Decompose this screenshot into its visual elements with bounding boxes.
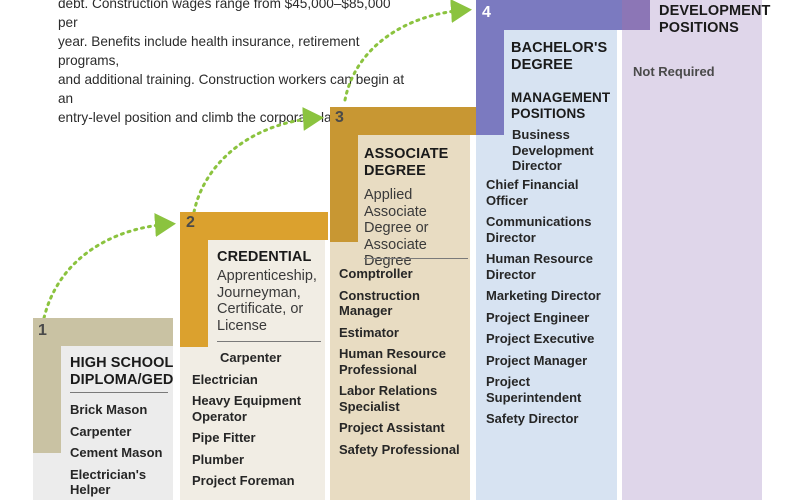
job-item: Brick Mason	[70, 402, 148, 417]
step-2-subtitle: Apprenticeship, Journeyman, Certificate,…	[217, 268, 317, 334]
step-2-divider	[217, 341, 321, 342]
job-item: Plumber	[192, 451, 245, 467]
step-3-title-line: ASSOCIATE	[364, 146, 449, 162]
job-item: Chief Financial Officer	[486, 177, 579, 208]
step-4-title-line: DEGREE	[511, 57, 573, 73]
step-2-stem	[180, 212, 208, 347]
job-item: Marketing Director	[486, 288, 601, 303]
step-4-section-heading: MANAGEMENT POSITIONS	[511, 90, 610, 122]
step-1-inner	[61, 346, 173, 453]
intro-line: year. Benefits include health insurance,…	[58, 34, 360, 68]
step-3-inner	[358, 135, 470, 242]
step-5-stem	[622, 0, 650, 30]
step-3-jobs: Comptroller Construction Manager Estimat…	[339, 266, 467, 463]
step-4-section-line: MANAGEMENT	[511, 90, 611, 105]
step-4-section-line: POSITIONS	[511, 106, 586, 121]
step-3-divider	[364, 258, 468, 259]
arrow-3-to-4	[343, 0, 472, 102]
step-5-title: DEVELOPMENT POSITIONS	[659, 3, 770, 37]
job-item: Safety Professional	[339, 441, 460, 457]
step-5-inner	[650, 0, 762, 30]
job-item: Communications Director	[486, 214, 592, 245]
step-1-jobs: Brick Mason Carpenter Cement Mason Elect…	[70, 402, 170, 504]
step-5-note: Not Required	[633, 64, 715, 79]
step-3-title: ASSOCIATE DEGREE	[364, 146, 448, 180]
step-5-title-line: POSITIONS	[659, 20, 739, 36]
job-item: Carpenter	[70, 423, 132, 439]
step-1-title-line: DIPLOMA/GED	[70, 372, 174, 388]
step-4-title-line: BACHELOR'S	[511, 40, 608, 56]
step-3-title-line: DEGREE	[364, 163, 426, 179]
step-2-column	[180, 347, 325, 500]
step-4-number: 4	[482, 4, 491, 21]
job-item: Electrician's Helper	[70, 466, 147, 498]
job-item: Project Manager	[486, 352, 588, 368]
job-item: Project Executive	[486, 331, 595, 346]
step-1-divider	[70, 392, 168, 393]
job-item: Project Engineer	[486, 309, 590, 325]
job-item: Business Development Director	[512, 127, 594, 173]
job-item: Project Foreman	[192, 473, 295, 488]
step-2-title: CREDENTIAL	[217, 249, 312, 265]
job-item: Comptroller	[339, 266, 413, 281]
step-1-stem	[33, 318, 61, 453]
step-4-title: BACHELOR'S DEGREE	[511, 40, 607, 74]
intro-line: debt. Construction wages range from $45,…	[58, 0, 391, 30]
step-1-title-line: HIGH SCHOOL	[70, 355, 174, 371]
job-item: Project Assistant	[339, 420, 445, 435]
step-3-number: 3	[335, 109, 344, 126]
step-1-column	[33, 453, 173, 500]
job-item: Safety Director	[486, 411, 579, 426]
job-item: Labor Relations Specialist	[339, 383, 438, 414]
step-4-inner	[504, 30, 617, 135]
step-1-number: 1	[38, 322, 47, 339]
job-item: Heavy Equipment Operator	[192, 393, 302, 424]
step-2-inner	[208, 240, 325, 347]
arrow-2-to-3	[192, 106, 324, 214]
step-2-number: 2	[186, 214, 195, 231]
step-4-jobs: Chief Financial Officer Communications D…	[486, 177, 614, 433]
step-3-column	[330, 242, 470, 500]
arrow-1-to-2	[42, 213, 176, 320]
job-item: Carpenter	[220, 350, 282, 365]
job-item: Project Superintendent	[486, 374, 582, 405]
step-4-stem	[476, 0, 504, 135]
step-5-column	[622, 30, 762, 500]
intro-line: and additional training. Construction wo…	[58, 72, 405, 106]
intro-paragraph: debt. Construction wages range from $45,…	[58, 0, 408, 127]
step-4-column	[476, 135, 617, 500]
intro-line: entry-level position and climb the corpo…	[58, 110, 362, 125]
step-3-subtitle: Applied Associate Degree or Associate De…	[364, 187, 429, 269]
job-item: Electrician	[192, 371, 258, 387]
step-2-jobs: Carpenter Electrician Heavy Equipment Op…	[192, 350, 322, 495]
job-item: Pipe Fitter	[192, 430, 256, 445]
job-item: Human Resource Director	[486, 251, 593, 282]
step-1-title: HIGH SCHOOL DIPLOMA/GED	[70, 355, 173, 389]
job-item: Cement Mason	[70, 445, 163, 460]
step-5-title-line: DEVELOPMENT	[659, 3, 771, 19]
job-item: Estimator	[339, 324, 399, 340]
job-item: Construction Manager	[339, 287, 420, 319]
job-item: Human Resource Professional	[339, 346, 446, 377]
step-3-stem	[330, 107, 358, 242]
